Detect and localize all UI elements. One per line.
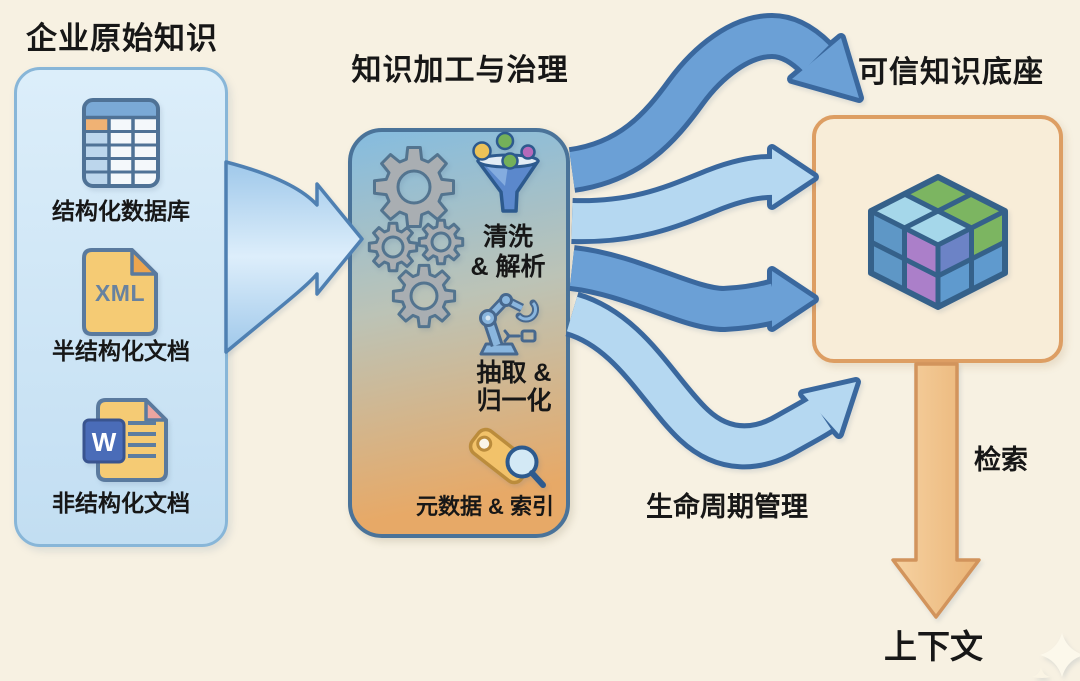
kb-panel-title: 可信知识底座 [858,56,1044,89]
gears-icon [367,146,465,329]
source-item-label: 半结构化文档 [52,338,190,364]
xml-file-icon: XML [82,248,158,336]
robot-arm-icon [479,293,540,356]
step-label: & 解析 [470,253,546,281]
sparkle-icon [1032,633,1080,678]
word-icon-text: W [92,427,117,457]
tag-search-icon [468,427,546,488]
source-item-label: 结构化数据库 [52,198,190,224]
flow-arrow-mid-1 [571,144,819,245]
ingest-arrow [224,160,364,354]
retrieval-arrow [891,362,981,619]
flow-arrow-top [568,12,864,193]
flow-arrow-mid-2 [568,245,819,333]
step-label: 抽取 & [476,359,552,387]
table-icon [82,98,160,188]
context-label: 上下文 [884,628,983,665]
cube-icon [868,174,1008,310]
processing-panel [348,128,570,538]
step-label: 归一化 [476,387,552,415]
funnel-icon [472,131,540,213]
source-panel-title: 企业原始知识 [26,21,218,56]
word-doc-icon: W [82,398,168,482]
step-label: 清洗 [482,223,533,251]
source-item-label: 非结构化文档 [52,490,190,516]
retrieval-label: 检索 [974,445,1028,475]
xml-icon-text: XML [95,280,145,306]
processing-panel-title: 知识加工与治理 [351,54,569,87]
lifecycle-arrow [564,291,861,470]
step-label: 元数据 & 索引 [415,494,555,519]
lifecycle-label: 生命周期管理 [646,492,808,522]
